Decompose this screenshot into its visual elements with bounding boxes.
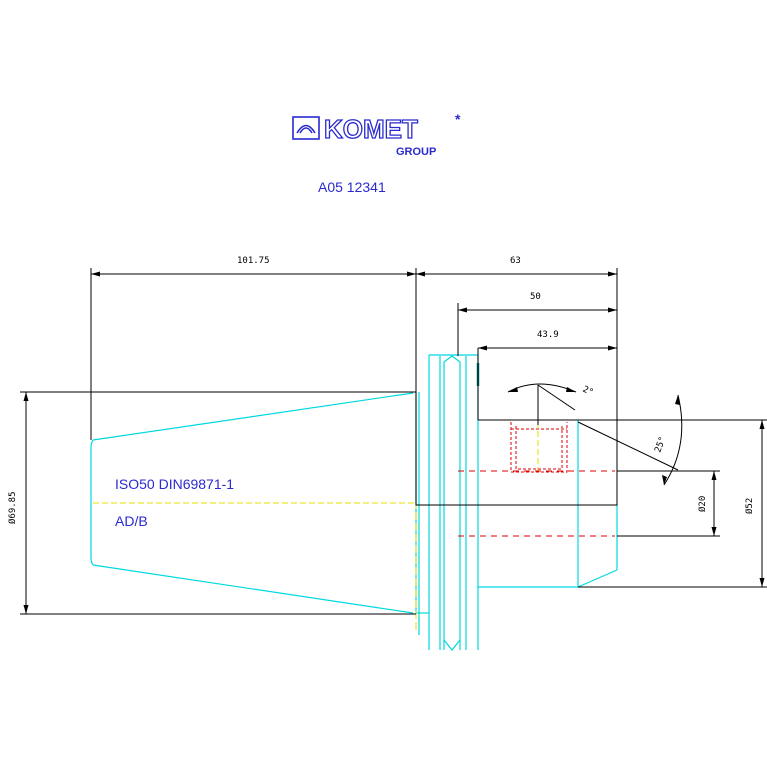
logo-group: GROUP	[396, 146, 436, 158]
logo-registered-mark: *	[455, 111, 461, 127]
spec-standard: ISO50 DIN69871-1	[115, 476, 234, 492]
dim-total-length: 63	[510, 256, 521, 266]
dimension-arrowheads	[23, 271, 765, 614]
dim-taper-length: 101.75	[237, 256, 270, 266]
centerlines	[93, 380, 539, 632]
dim-diameter-20: Ø20	[697, 496, 708, 512]
holder-outline	[90, 354, 618, 651]
komet-logo: KOMET * GROUP	[292, 111, 461, 158]
part-number: A05 12341	[318, 179, 386, 195]
komet-logo-mark-icon	[292, 116, 320, 140]
dim-angle-25: 25°	[653, 435, 668, 454]
dim-length-43-9: 43.9	[537, 330, 559, 340]
dimension-lines	[20, 268, 767, 615]
logo-brand: KOMET	[324, 114, 418, 144]
dim-length-50: 50	[530, 292, 541, 302]
dim-diameter-52: Ø52	[744, 498, 755, 514]
spec-variant: AD/B	[115, 513, 148, 529]
dim-angle-2: 2°	[581, 385, 595, 399]
thread-detail	[458, 422, 615, 537]
dim-diameter-69-85: Ø69.85	[7, 491, 18, 524]
